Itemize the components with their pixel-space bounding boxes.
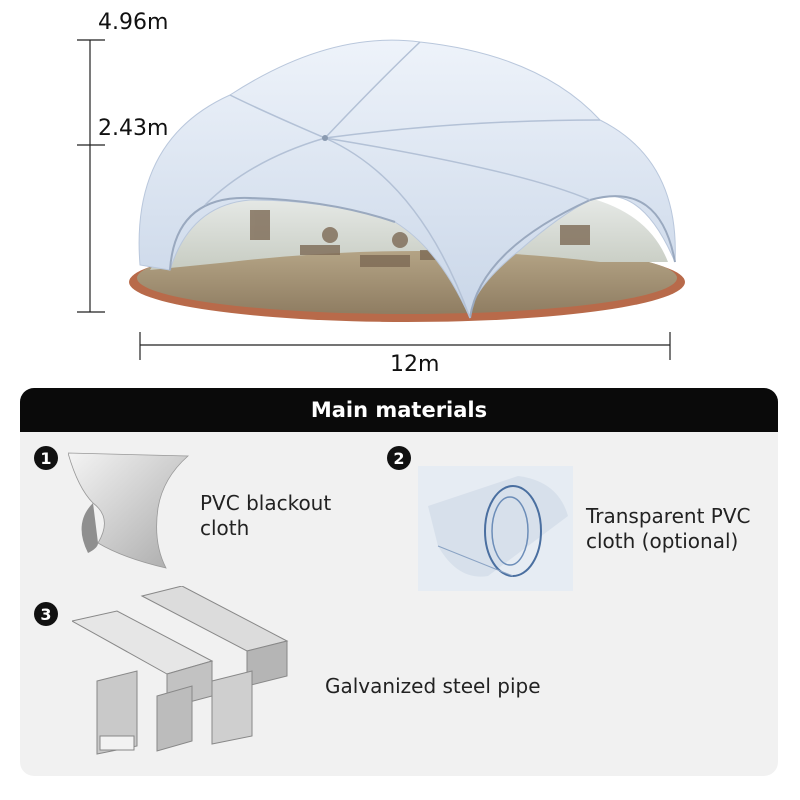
height-wall-label: 2.43m bbox=[98, 116, 169, 141]
height-total-label: 4.96m bbox=[98, 10, 169, 35]
pvc-blackout-cloth-icon bbox=[68, 452, 190, 569]
item-label-line1: Galvanized steel pipe bbox=[325, 674, 541, 698]
item-number-badge: 1 bbox=[34, 446, 58, 470]
item-label-line1: Transparent PVC bbox=[586, 504, 751, 528]
width-dimension-line bbox=[139, 332, 671, 360]
transparent-pvc-roll-icon bbox=[418, 466, 573, 591]
dome-tent-illustration bbox=[77, 39, 685, 360]
steel-pipe-icon bbox=[72, 586, 289, 755]
item-number-badge: 3 bbox=[34, 602, 58, 626]
materials-panel: Main materials 1 PVC blackout cloth 2 Tr… bbox=[20, 388, 778, 776]
height-dimension-line bbox=[77, 39, 105, 313]
materials-header: Main materials bbox=[20, 388, 778, 432]
item-label-line1: PVC blackout bbox=[200, 491, 332, 515]
item-label-line2: cloth bbox=[200, 516, 250, 540]
item-number-badge: 2 bbox=[387, 446, 411, 470]
item-label-line2: cloth (optional) bbox=[586, 529, 739, 553]
width-label: 12m bbox=[390, 352, 440, 377]
